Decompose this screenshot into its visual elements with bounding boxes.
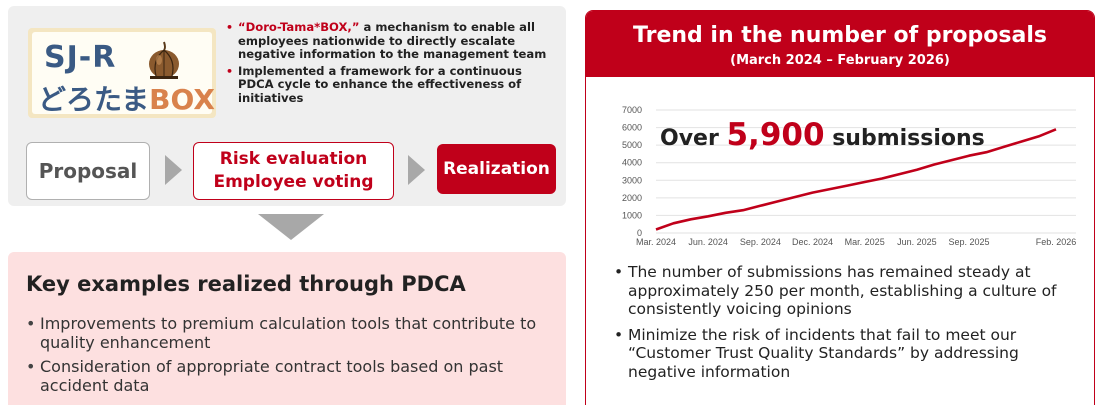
trend-title: Trend in the number of proposals: [633, 23, 1047, 48]
examples-list: Improvements to premium calculation tool…: [26, 314, 556, 400]
series-line: [655, 128, 1057, 231]
x-tick-label: Mar. 2025: [845, 237, 885, 247]
flow-step-proposal: Proposal: [26, 142, 150, 200]
trend-note: Minimize the risk of incidents that fail…: [614, 326, 1084, 382]
flow-step-realization: Realization: [437, 144, 556, 194]
submissions-callout: Over 5,900 submissions: [660, 117, 985, 153]
flow-arrow-right-icon: [165, 155, 182, 185]
trend-panel: Trend in the number of proposals (March …: [585, 10, 1095, 405]
intro-bullet-mechanism: “Doro-Tama*BOX,” a mechanism to enable a…: [226, 20, 556, 62]
flow-arrow-right-icon: [408, 155, 425, 185]
trend-note: The number of submissions has remained s…: [614, 263, 1084, 319]
down-arrow-icon: [258, 214, 324, 240]
x-tick-label: Jun. 2024: [688, 237, 728, 247]
doro-tama-box-logo: SJ-R どろたまBOX: [28, 28, 216, 118]
x-tick-label: Jun. 2025: [897, 237, 937, 247]
submissions-count: 5,900: [726, 117, 825, 153]
y-tick-label: 4000: [622, 158, 642, 168]
x-tick-label: Mar. 2024: [636, 237, 676, 247]
x-tick-label: Sep. 2025: [949, 237, 990, 247]
x-tick-label: Feb. 2026: [1036, 237, 1077, 247]
examples-title: Key examples realized through PDCA: [26, 272, 466, 296]
y-tick-label: 6000: [622, 123, 642, 133]
intro-bullet-list: “Doro-Tama*BOX,” a mechanism to enable a…: [226, 20, 556, 108]
trend-notes-list: The number of submissions has remained s…: [614, 263, 1084, 388]
y-tick-label: 3000: [622, 175, 642, 185]
examples-panel: Key examples realized through PDCA Impro…: [8, 252, 566, 405]
onion-icon: [149, 41, 179, 79]
trend-header: Trend in the number of proposals (March …: [586, 11, 1094, 77]
flow-step-risk-evaluation: Risk evaluation Employee voting: [193, 142, 394, 200]
logo-sjr-text: SJ-R: [44, 40, 117, 75]
trend-subtitle: (March 2024 – February 2026): [730, 53, 950, 68]
y-tick-label: 5000: [622, 140, 642, 150]
y-tick-label: 2000: [622, 193, 642, 203]
example-item: Consideration of appropriate contract to…: [26, 357, 556, 395]
y-tick-label: 1000: [622, 210, 642, 220]
x-tick-label: Dec. 2024: [792, 237, 833, 247]
logo-dorotama-text: どろたまBOX: [38, 83, 215, 116]
y-tick-label: 7000: [622, 105, 642, 115]
intro-bullet-framework: Implemented a framework for a continuous…: [226, 64, 556, 106]
intro-panel: SJ-R どろたまBOX “Doro-Tama*BOX,” a mechanis…: [8, 6, 566, 206]
y-tick-label: 0: [637, 228, 642, 238]
example-item: Improvements to premium calculation tool…: [26, 314, 556, 352]
x-tick-label: Sep. 2024: [740, 237, 781, 247]
